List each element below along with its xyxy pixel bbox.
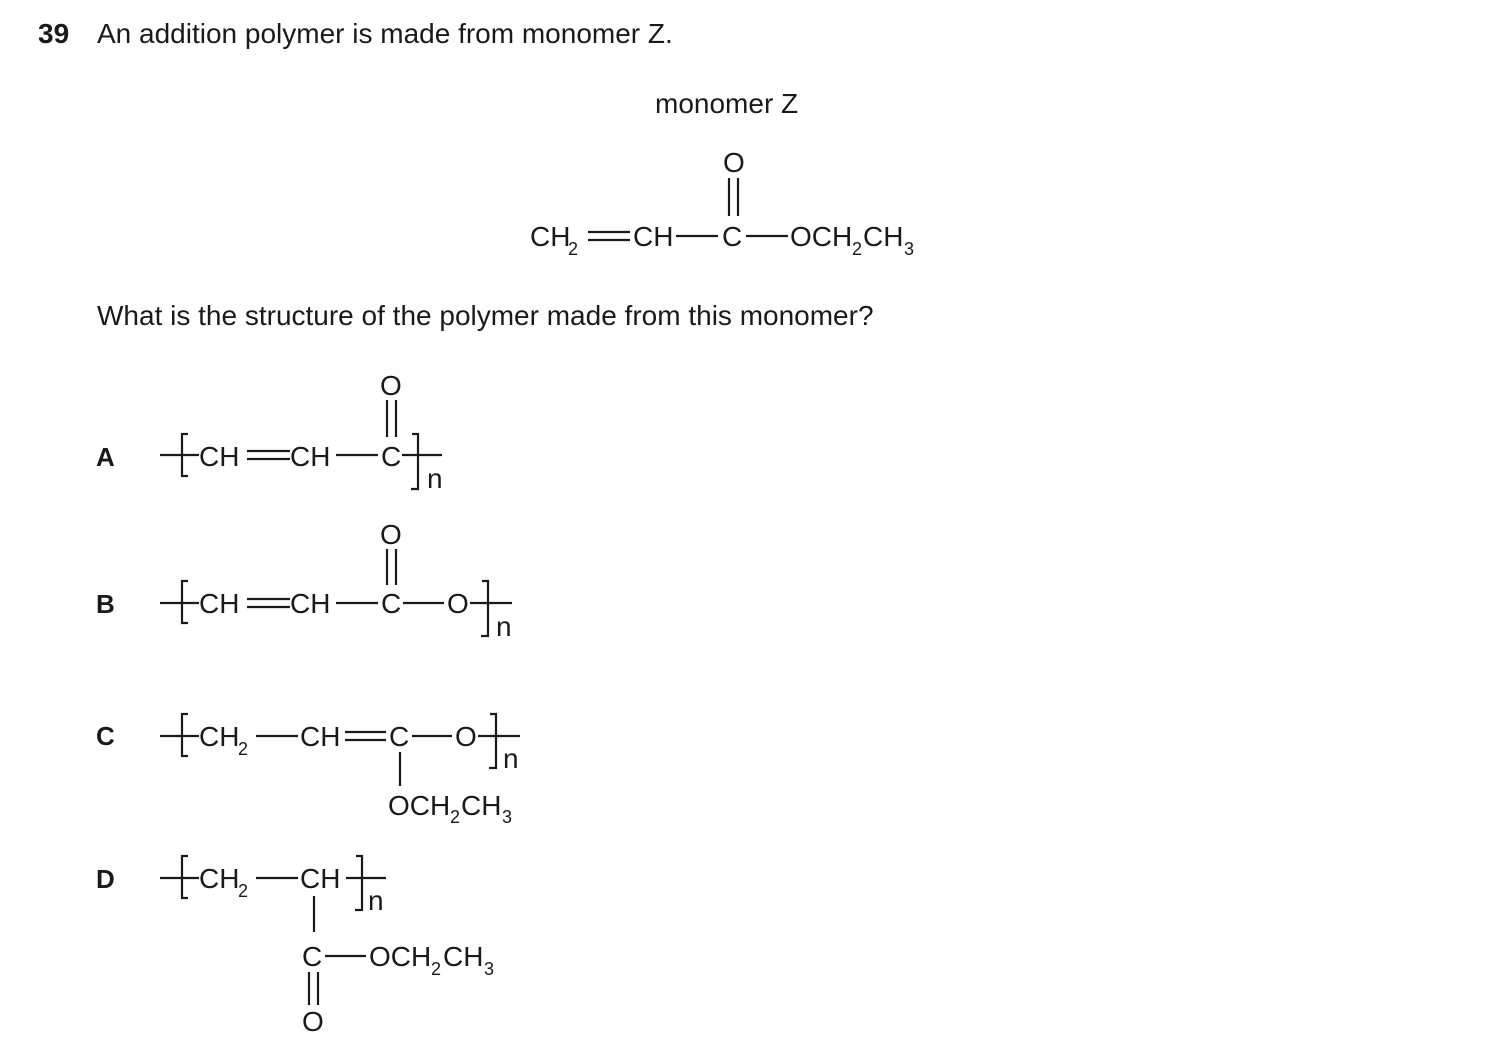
option-letter: B	[96, 589, 115, 619]
option-d-oxygen: O	[302, 1006, 324, 1037]
question-number: 39	[38, 18, 70, 49]
option-c: C CH 2 CH C O n OCH 2 CH 3	[96, 712, 520, 827]
monomer-ch2-subscript: 2	[568, 239, 578, 259]
option-d-ch3-subscript: 3	[484, 959, 494, 979]
option-c-ch3-subscript: 3	[502, 807, 512, 827]
option-c-ch3: CH	[461, 790, 501, 821]
right-bracket	[489, 712, 498, 770]
option-letter: A	[96, 442, 115, 472]
option-c-och2-subscript: 2	[450, 807, 460, 827]
option-c-ch: CH	[300, 721, 340, 752]
option-d-ch2: CH	[199, 863, 239, 894]
option-c-ch2-subscript: 2	[238, 739, 248, 759]
left-bracket	[180, 854, 188, 900]
monomer-carbonyl-oxygen: O	[723, 147, 745, 178]
option-a-n: n	[427, 463, 443, 494]
option-b-oxygen: O	[380, 519, 402, 550]
option-b: B CH CH C O O n	[96, 519, 512, 642]
right-bracket	[355, 854, 364, 912]
option-c-ch2: CH	[199, 721, 239, 752]
option-b-ester-oxygen: O	[447, 588, 469, 619]
monomer-ch2: CH	[530, 221, 570, 252]
option-b-ch: CH	[199, 588, 239, 619]
left-bracket	[180, 432, 188, 478]
option-a-carbon: C	[381, 441, 401, 472]
option-a-ch: CH	[199, 441, 239, 472]
question-prompt: What is the structure of the polymer mad…	[97, 300, 874, 331]
option-a-oxygen: O	[380, 370, 402, 401]
option-b-ch: CH	[290, 588, 330, 619]
option-c-carbon: C	[389, 721, 409, 752]
left-bracket	[180, 579, 188, 625]
option-d-n: n	[368, 885, 384, 916]
option-d: D CH 2 CH n C OCH 2 CH 3 O	[96, 854, 494, 1037]
monomer-och2: OCH	[790, 221, 852, 252]
left-bracket	[180, 712, 188, 758]
option-b-carbon: C	[381, 588, 401, 619]
option-b-n: n	[496, 611, 512, 642]
right-bracket	[411, 432, 420, 491]
option-letter: C	[96, 721, 115, 751]
monomer-carbon: C	[722, 221, 742, 252]
option-d-ch2-subscript: 2	[238, 881, 248, 901]
option-c-och2: OCH	[388, 790, 450, 821]
right-bracket	[481, 579, 490, 638]
option-letter: D	[96, 864, 115, 894]
option-a-ch: CH	[290, 441, 330, 472]
option-d-och2-subscript: 2	[431, 959, 441, 979]
option-c-n: n	[503, 743, 519, 774]
option-d-ch: CH	[300, 863, 340, 894]
monomer-ch: CH	[633, 221, 673, 252]
monomer-och2-subscript: 2	[852, 239, 862, 259]
monomer-z: monomer Z O CH 2 CH C OCH 2 CH 3	[530, 88, 914, 259]
monomer-ch3-subscript: 3	[904, 239, 914, 259]
option-a: A CH CH C O n	[96, 370, 443, 494]
monomer-label: monomer Z	[655, 88, 798, 119]
monomer-ch3: CH	[863, 221, 903, 252]
option-c-ester-oxygen: O	[455, 721, 477, 752]
question-text: An addition polymer is made from monomer…	[97, 18, 673, 49]
option-d-och2: OCH	[369, 941, 431, 972]
option-d-carbon: C	[302, 941, 322, 972]
option-d-ch3: CH	[443, 941, 483, 972]
